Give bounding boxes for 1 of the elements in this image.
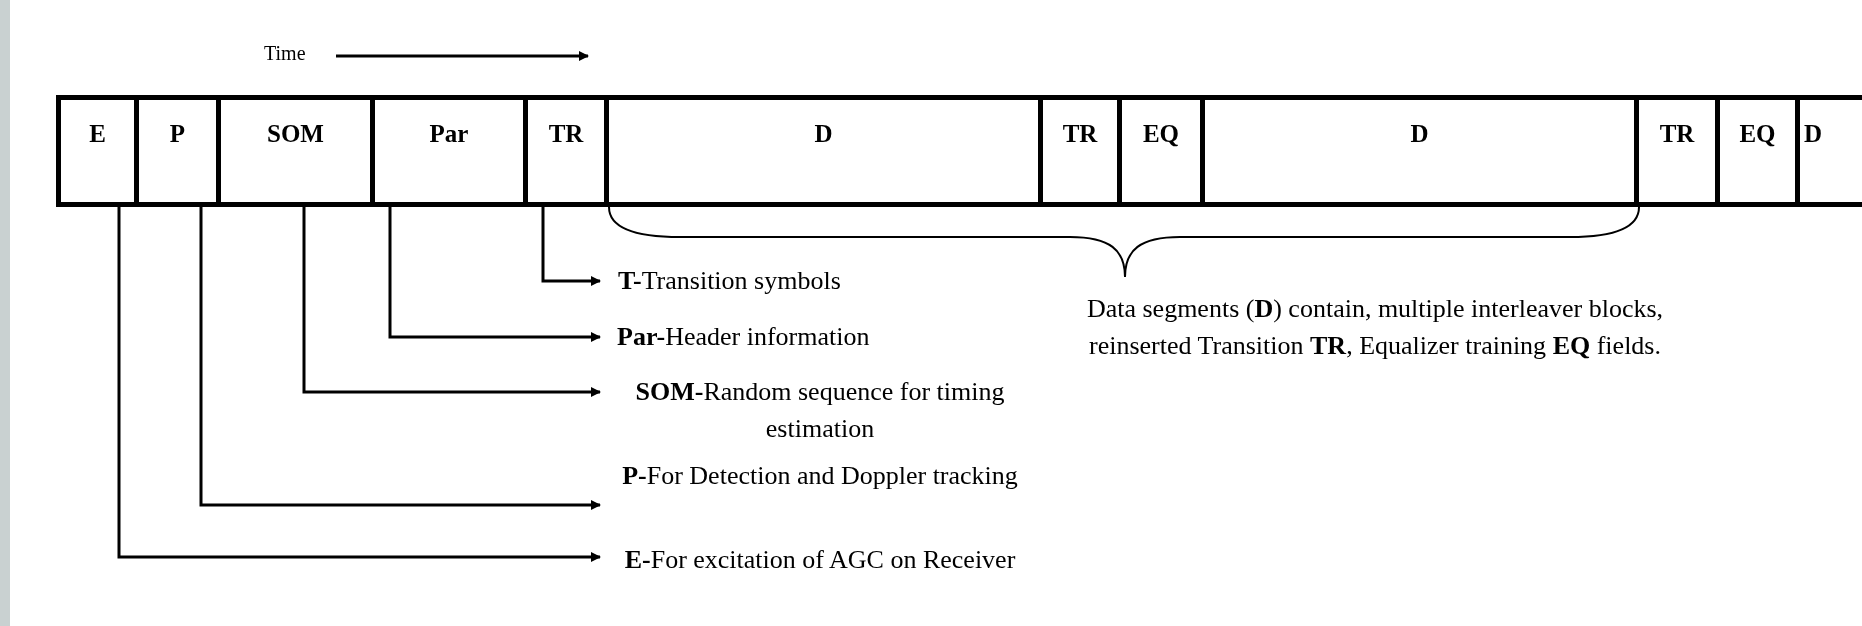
axis-label: Time (264, 42, 306, 65)
